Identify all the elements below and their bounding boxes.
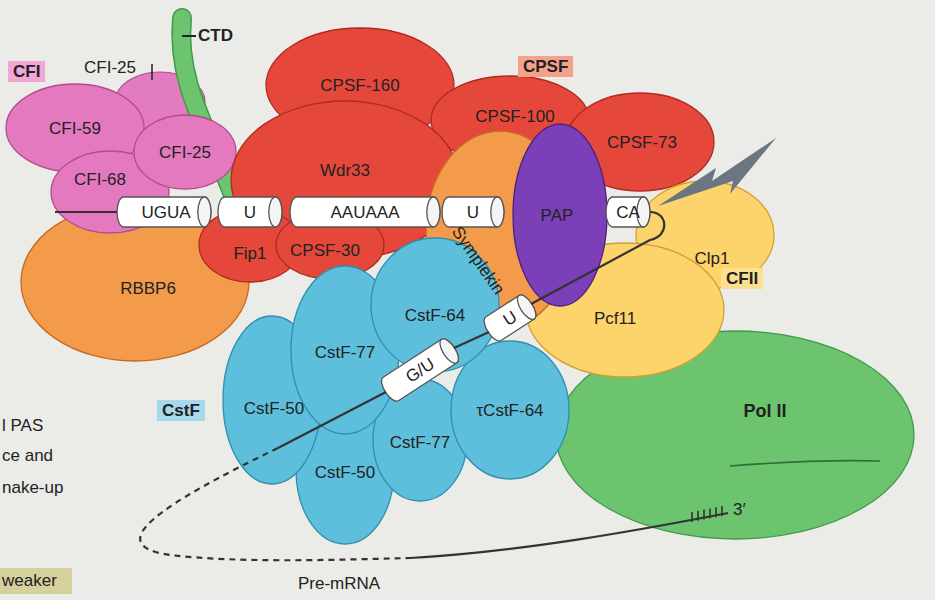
sequence-element: G/U [379, 356, 461, 384]
node-label: CstF-64 [405, 307, 465, 324]
label-slot: ce and [2, 446, 53, 466]
node-label: Fip1 [233, 245, 266, 262]
pre-mrna-line [55, 212, 728, 560]
label-slot: CFII [721, 269, 763, 289]
node-label: CstF-50 [315, 464, 375, 481]
cleavage-bolt [658, 138, 776, 206]
annotation: Pre-mRNA [298, 574, 380, 593]
sequence-element: U [442, 197, 504, 227]
node-label: PAP [541, 207, 574, 224]
node-label: CPSF-160 [320, 77, 399, 94]
label-slot: CPSF [518, 57, 573, 77]
node-label: CstF-77 [390, 434, 450, 451]
label-slot: nake-up [2, 478, 63, 498]
poly-a-ticks [692, 506, 722, 522]
node-label: CA [616, 204, 640, 221]
label-slot: CstF [157, 401, 205, 421]
node-label: CstF-77 [315, 344, 375, 361]
ctd-leader [182, 35, 196, 37]
complex-tag: CFII [721, 268, 763, 289]
node-label: AAUAAA [331, 204, 400, 221]
sequence-element: U [484, 304, 536, 332]
annotation: l PAS [2, 416, 43, 435]
annotation: CTD [198, 26, 233, 45]
label-slot: CFI-25 [84, 58, 136, 78]
sequence-element: U [218, 197, 282, 227]
label-slot: CTD [198, 26, 233, 46]
node-label: RBBP6 [120, 280, 176, 297]
node-label: CPSF-100 [475, 108, 554, 125]
node-label: CFI-59 [49, 120, 101, 137]
sequence-element: UGUA [117, 197, 211, 227]
node-label: CFI-25 [159, 144, 211, 161]
pol2-cleft [730, 461, 880, 466]
node-label: CPSF-30 [290, 242, 360, 259]
annotation: ce and [2, 446, 53, 465]
protein-subunit: CFI-25 [133, 114, 237, 190]
label-slot: l PAS [2, 416, 43, 436]
node-label: Clp1 [695, 250, 730, 267]
label-slot: Pre-mRNA [298, 574, 380, 594]
label-slot: weaker [2, 571, 57, 591]
node-label: CFI-68 [74, 171, 126, 188]
node-label: CPSF-73 [607, 134, 677, 151]
sequence-element: CA [606, 197, 650, 227]
label-slot: CFI [8, 62, 45, 82]
complex-tag: CPSF [518, 56, 573, 77]
node-label: U [244, 204, 256, 221]
label-slot: 3′ [733, 500, 746, 520]
node-label: CstF-50 [244, 400, 304, 417]
complex-tag: CstF [157, 400, 205, 421]
node-label: Pcf11 [594, 310, 636, 327]
node-label: Pol II [743, 402, 786, 420]
cfi25-leader [151, 64, 153, 80]
sequence-element: AAUAAA [290, 197, 440, 227]
annotation: weaker [2, 571, 57, 590]
annotation: CFI-25 [84, 58, 136, 77]
annotation: nake-up [2, 478, 63, 497]
node-label: Wdr33 [320, 162, 370, 179]
complex-tag: CFI [8, 61, 45, 82]
node-label: U [467, 204, 479, 221]
node-label: τCstF-64 [476, 402, 543, 419]
protein-subunit: PAP [512, 123, 608, 307]
annotation: 3′ [733, 500, 746, 519]
node-label: UGUA [141, 204, 190, 221]
weaker-band [0, 568, 72, 594]
